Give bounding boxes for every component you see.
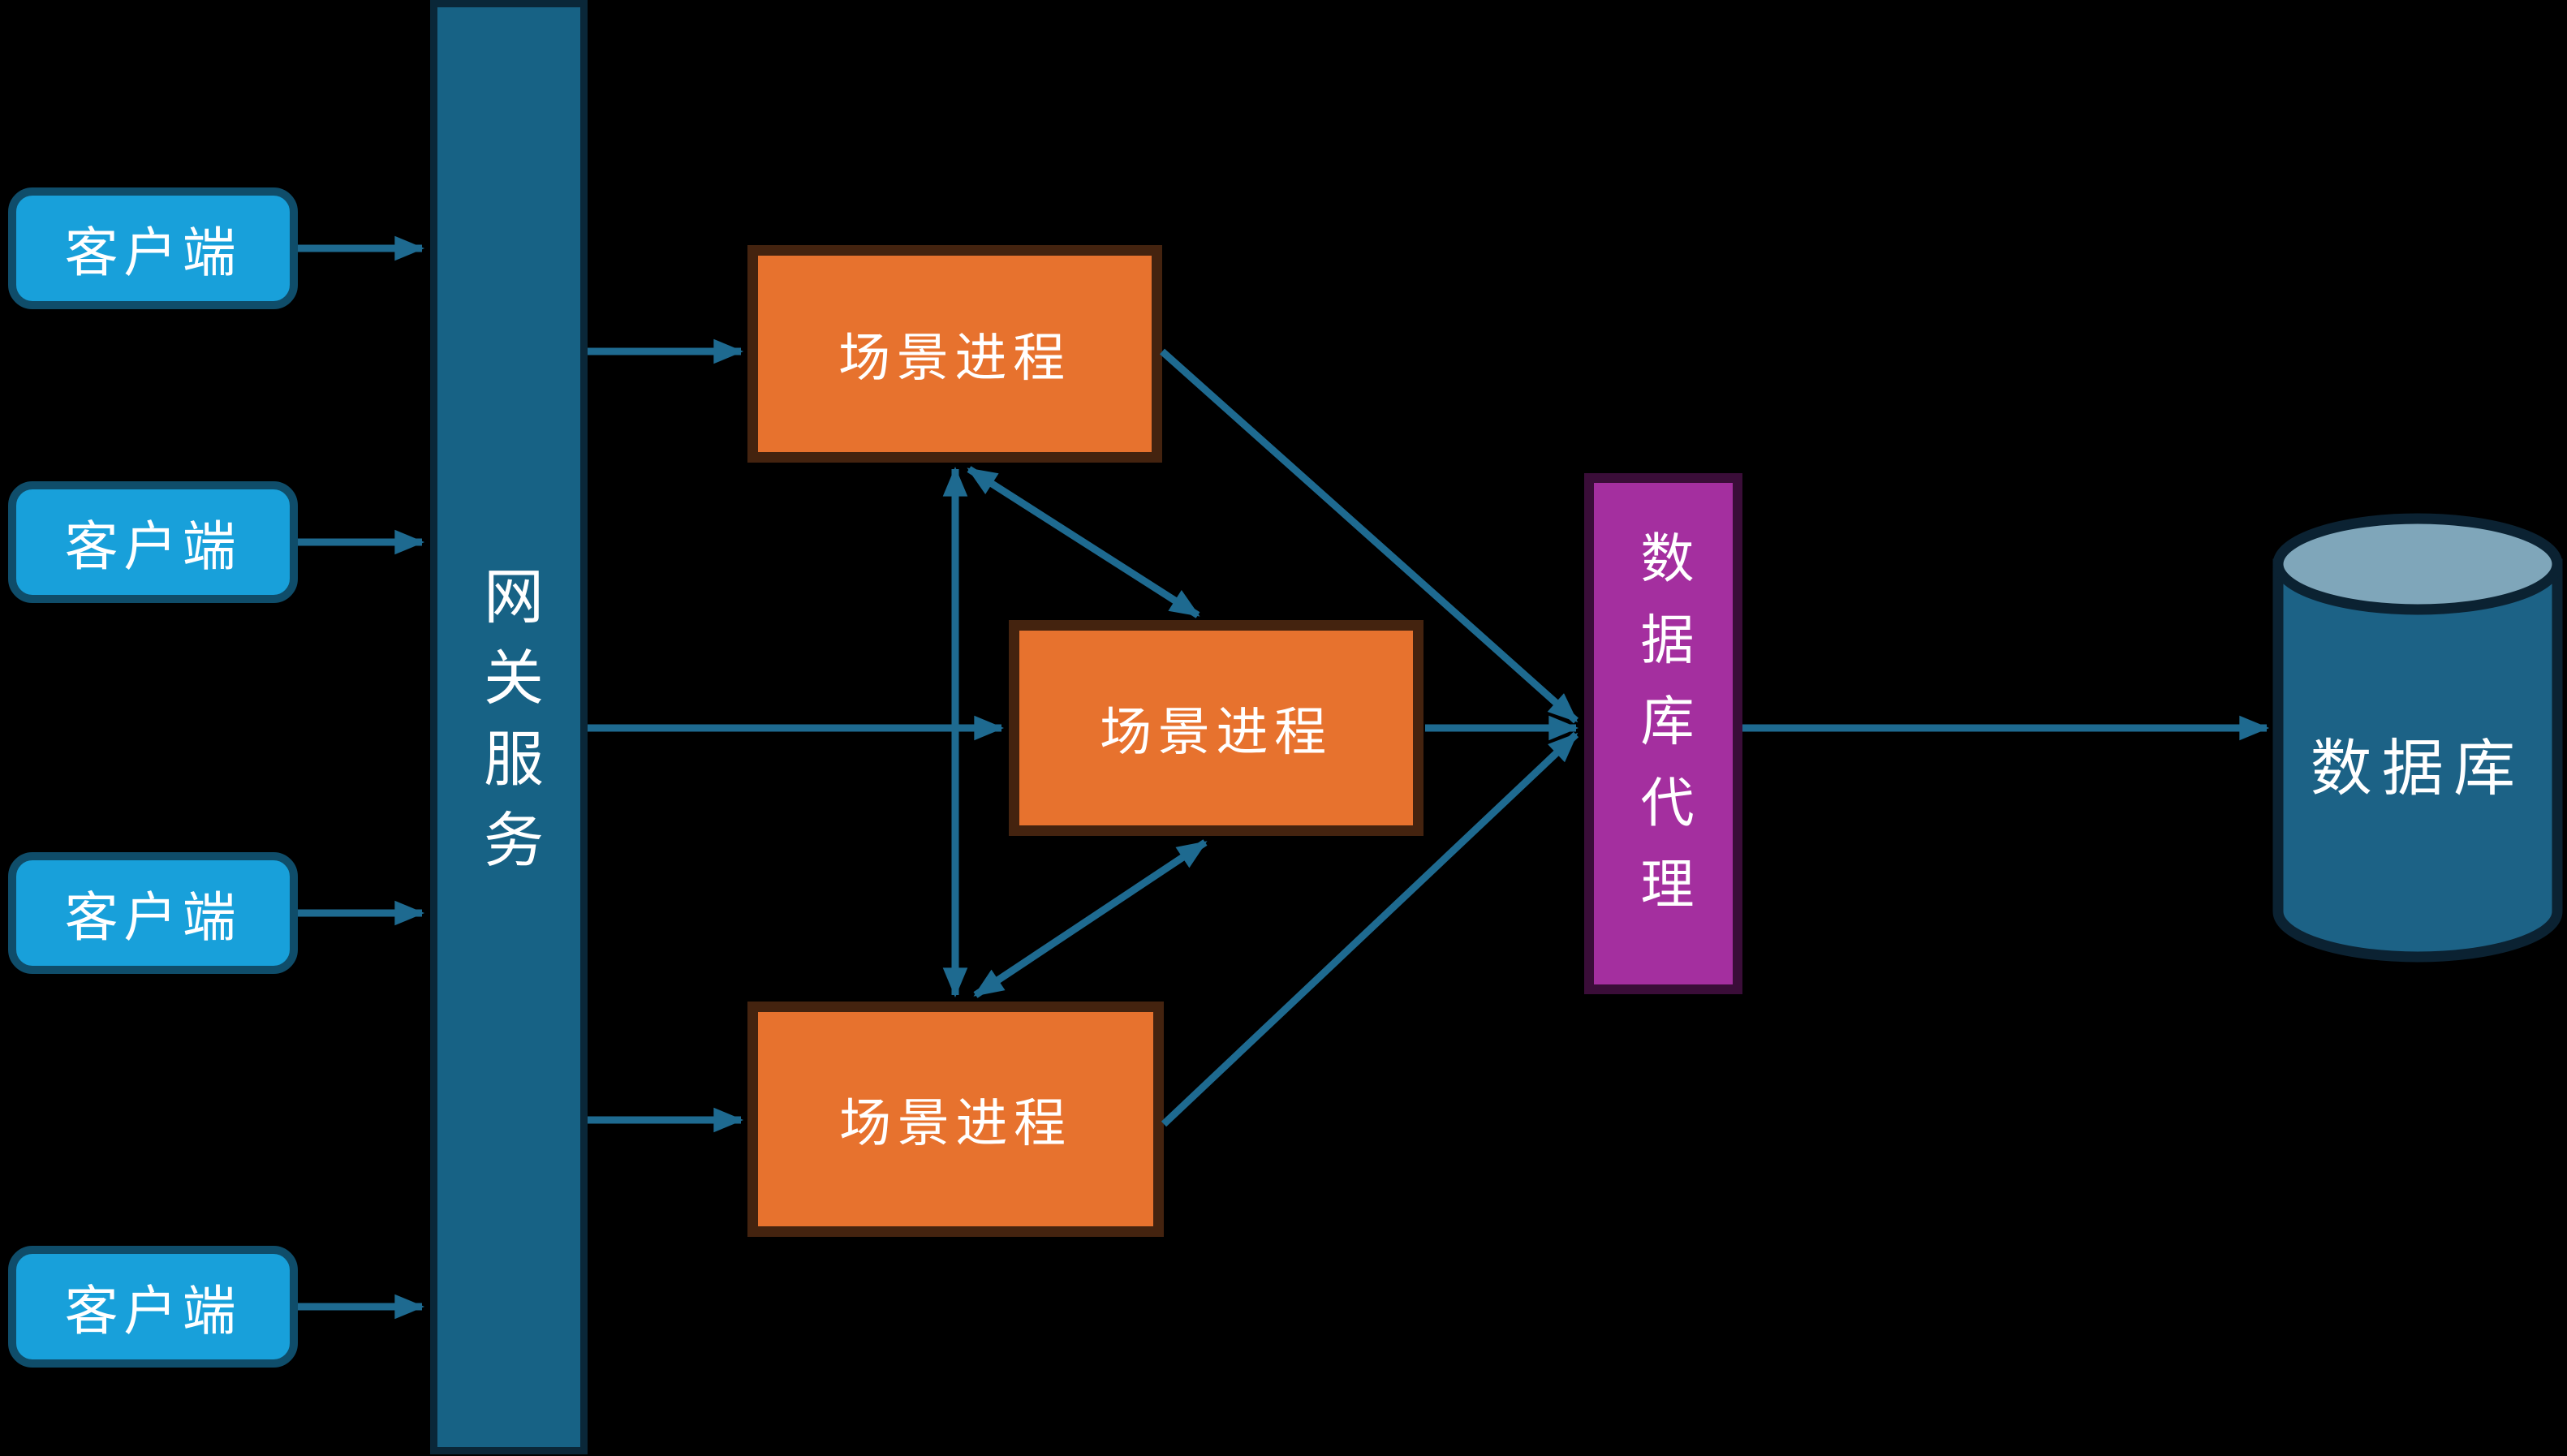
gateway-service-label: 网关服务 [475, 565, 543, 890]
client-box-3: 客户端 [8, 852, 298, 974]
scene-process-label-1: 场景进程 [838, 329, 1071, 387]
database-cylinder-top [2272, 513, 2563, 615]
client-box-2: 客户端 [8, 481, 298, 603]
scene-process-label-3: 场景进程 [839, 1094, 1072, 1152]
database-cylinder [2272, 513, 2563, 963]
client-box-1: 客户端 [8, 187, 298, 309]
db-proxy-label: 数据库代理 [1633, 530, 1694, 937]
client-label-2: 客户端 [64, 516, 242, 576]
client-box-4: 客户端 [8, 1246, 298, 1368]
gateway-service-bar: 网关服务 [430, 0, 588, 1454]
database-label: 数据库 [2310, 734, 2526, 803]
client-label-3: 客户端 [64, 887, 242, 947]
scene-process-label-2: 场景进程 [1100, 703, 1333, 761]
edge-scene1-scene2 [967, 466, 1200, 618]
client-label-1: 客户端 [64, 222, 242, 282]
db-proxy-box: 数据库代理 [1584, 473, 1742, 994]
scene-process-box-1: 场景进程 [747, 245, 1162, 463]
client-label-4: 客户端 [64, 1281, 242, 1341]
database-cylinder-body [2272, 558, 2563, 963]
edge-scene2-scene3 [973, 839, 1208, 998]
scene-process-box-2: 场景进程 [1009, 620, 1423, 836]
scene-process-box-3: 场景进程 [747, 1002, 1164, 1237]
